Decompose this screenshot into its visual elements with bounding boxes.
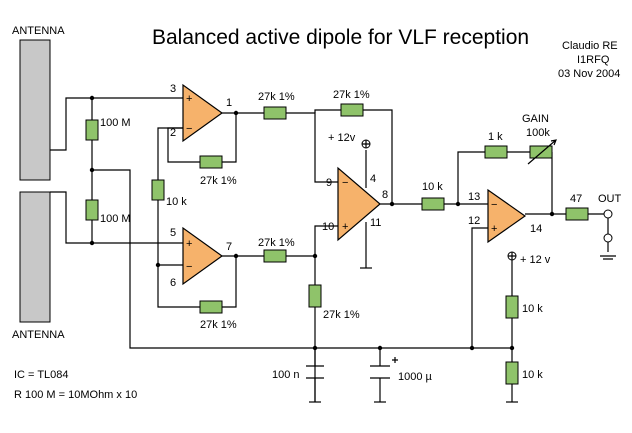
svg-text:−: − (186, 261, 192, 273)
opamp-u1 (182, 83, 224, 143)
antenna-top (19, 39, 51, 181)
svg-text:+: + (186, 93, 192, 105)
antenna-top-label: ANTENNA (12, 25, 65, 37)
capacitors (306, 357, 398, 379)
pin-u3-out: 8 (382, 189, 388, 201)
resistor-27k-series-top (263, 106, 287, 120)
label-pot-value: 100k (526, 127, 550, 139)
svg-text:−: − (491, 199, 497, 211)
antenna-bottom-label: ANTENNA (12, 329, 65, 341)
label-r-out: 47 (570, 193, 582, 205)
pin-u3-gnd: 11 (370, 217, 381, 229)
resistor-27k-fb-diff (340, 103, 364, 117)
svg-text:−: − (186, 123, 192, 135)
label-r-fb-diff: 27k 1% (333, 89, 370, 101)
resistor-47-out (565, 207, 589, 221)
pin-u2-out: 7 (226, 241, 232, 253)
pin-u3-minus: 9 (326, 177, 332, 189)
note-ic: IC = TL084 (14, 369, 69, 381)
capacitor-100n (306, 365, 324, 379)
output-ground-terminal-icon (603, 233, 613, 243)
pin-u1-out: 1 (226, 97, 232, 109)
pin-u3-plus: 10 (322, 221, 334, 233)
capacitor-1000u (370, 365, 390, 379)
label-r-in-top: 100 M (100, 117, 131, 129)
output-terminal-icon (603, 209, 613, 219)
ground-icons (309, 267, 518, 403)
pin-u4-out: 14 (530, 223, 542, 235)
opamps: + − + − − + − + (182, 83, 527, 286)
resistor-100m-bottom (85, 199, 99, 221)
opamp-u3 (337, 166, 381, 242)
author-date: 03 Nov 2004 (558, 68, 620, 80)
label-r-gain-fixed: 1 k (488, 131, 503, 143)
resistor-10k-div-top (505, 295, 519, 319)
resistor-10k-gain (151, 179, 165, 201)
label-r-gnd-diff: 27k 1% (323, 309, 360, 321)
note-r100m: R 100 M = 10MOhm x 10 (14, 389, 137, 401)
label-output: OUT (598, 193, 622, 205)
antenna-bottom (19, 191, 51, 323)
resistor-27k-fb-top (199, 155, 223, 169)
resistor-100m-top (85, 119, 99, 141)
diagram-title: Balanced active dipole for VLF reception (152, 26, 529, 49)
label-r-in-bottom: 100 M (100, 213, 131, 225)
label-r-out-diff: 10 k (422, 181, 443, 193)
potentiometer-gain (529, 145, 553, 159)
svg-text:+: + (186, 238, 192, 250)
author-name: Claudio RE (562, 40, 618, 52)
resistors (85, 103, 589, 385)
pin-u1-plus: 3 (170, 83, 176, 95)
label-supply-2: + 12 v (520, 254, 551, 266)
label-r-gain-link: 10 k (166, 196, 187, 208)
pin-u3-vcc: 4 (370, 173, 376, 185)
resistor-10k-div-bottom (505, 361, 519, 385)
label-r-fb-bottom: 27k 1% (200, 319, 237, 331)
label-cap-small: 100 n (272, 369, 300, 381)
pin-u2-plus: 5 (170, 227, 176, 239)
author-callsign: I1RFQ (577, 54, 610, 66)
pin-u1-minus: 2 (170, 127, 176, 139)
label-r-div-top: 10 k (522, 303, 543, 315)
svg-text:−: − (342, 177, 348, 189)
pin-u4-minus: 13 (468, 191, 480, 203)
pot-arrow-icon (527, 139, 557, 165)
label-r-fb-top: 27k 1% (200, 175, 237, 187)
capacitor-plus-icon (392, 357, 398, 363)
resistor-27k-gnd-diff (308, 284, 322, 308)
junctions (89, 95, 555, 351)
label-r-series-top: 27k 1% (258, 91, 295, 103)
label-pot-gain: GAIN (522, 113, 549, 125)
label-cap-big: 1000 µ (398, 371, 433, 383)
label-supply-1: + 12v (328, 132, 356, 144)
label-r-div-bottom: 10 k (522, 369, 543, 381)
resistor-27k-series-bottom (263, 249, 287, 263)
resistor-1k-gain (484, 145, 508, 159)
label-r-series-bottom: 27k 1% (258, 237, 295, 249)
resistor-10k-out-diff (421, 197, 445, 211)
pin-u2-minus: 6 (170, 277, 176, 289)
opamp-u2 (182, 226, 224, 286)
resistor-27k-fb-bottom (199, 300, 223, 314)
opamp-u4 (487, 188, 527, 244)
pin-u4-plus: 12 (468, 215, 480, 227)
svg-text:+: + (342, 221, 348, 233)
svg-text:+: + (491, 223, 497, 235)
